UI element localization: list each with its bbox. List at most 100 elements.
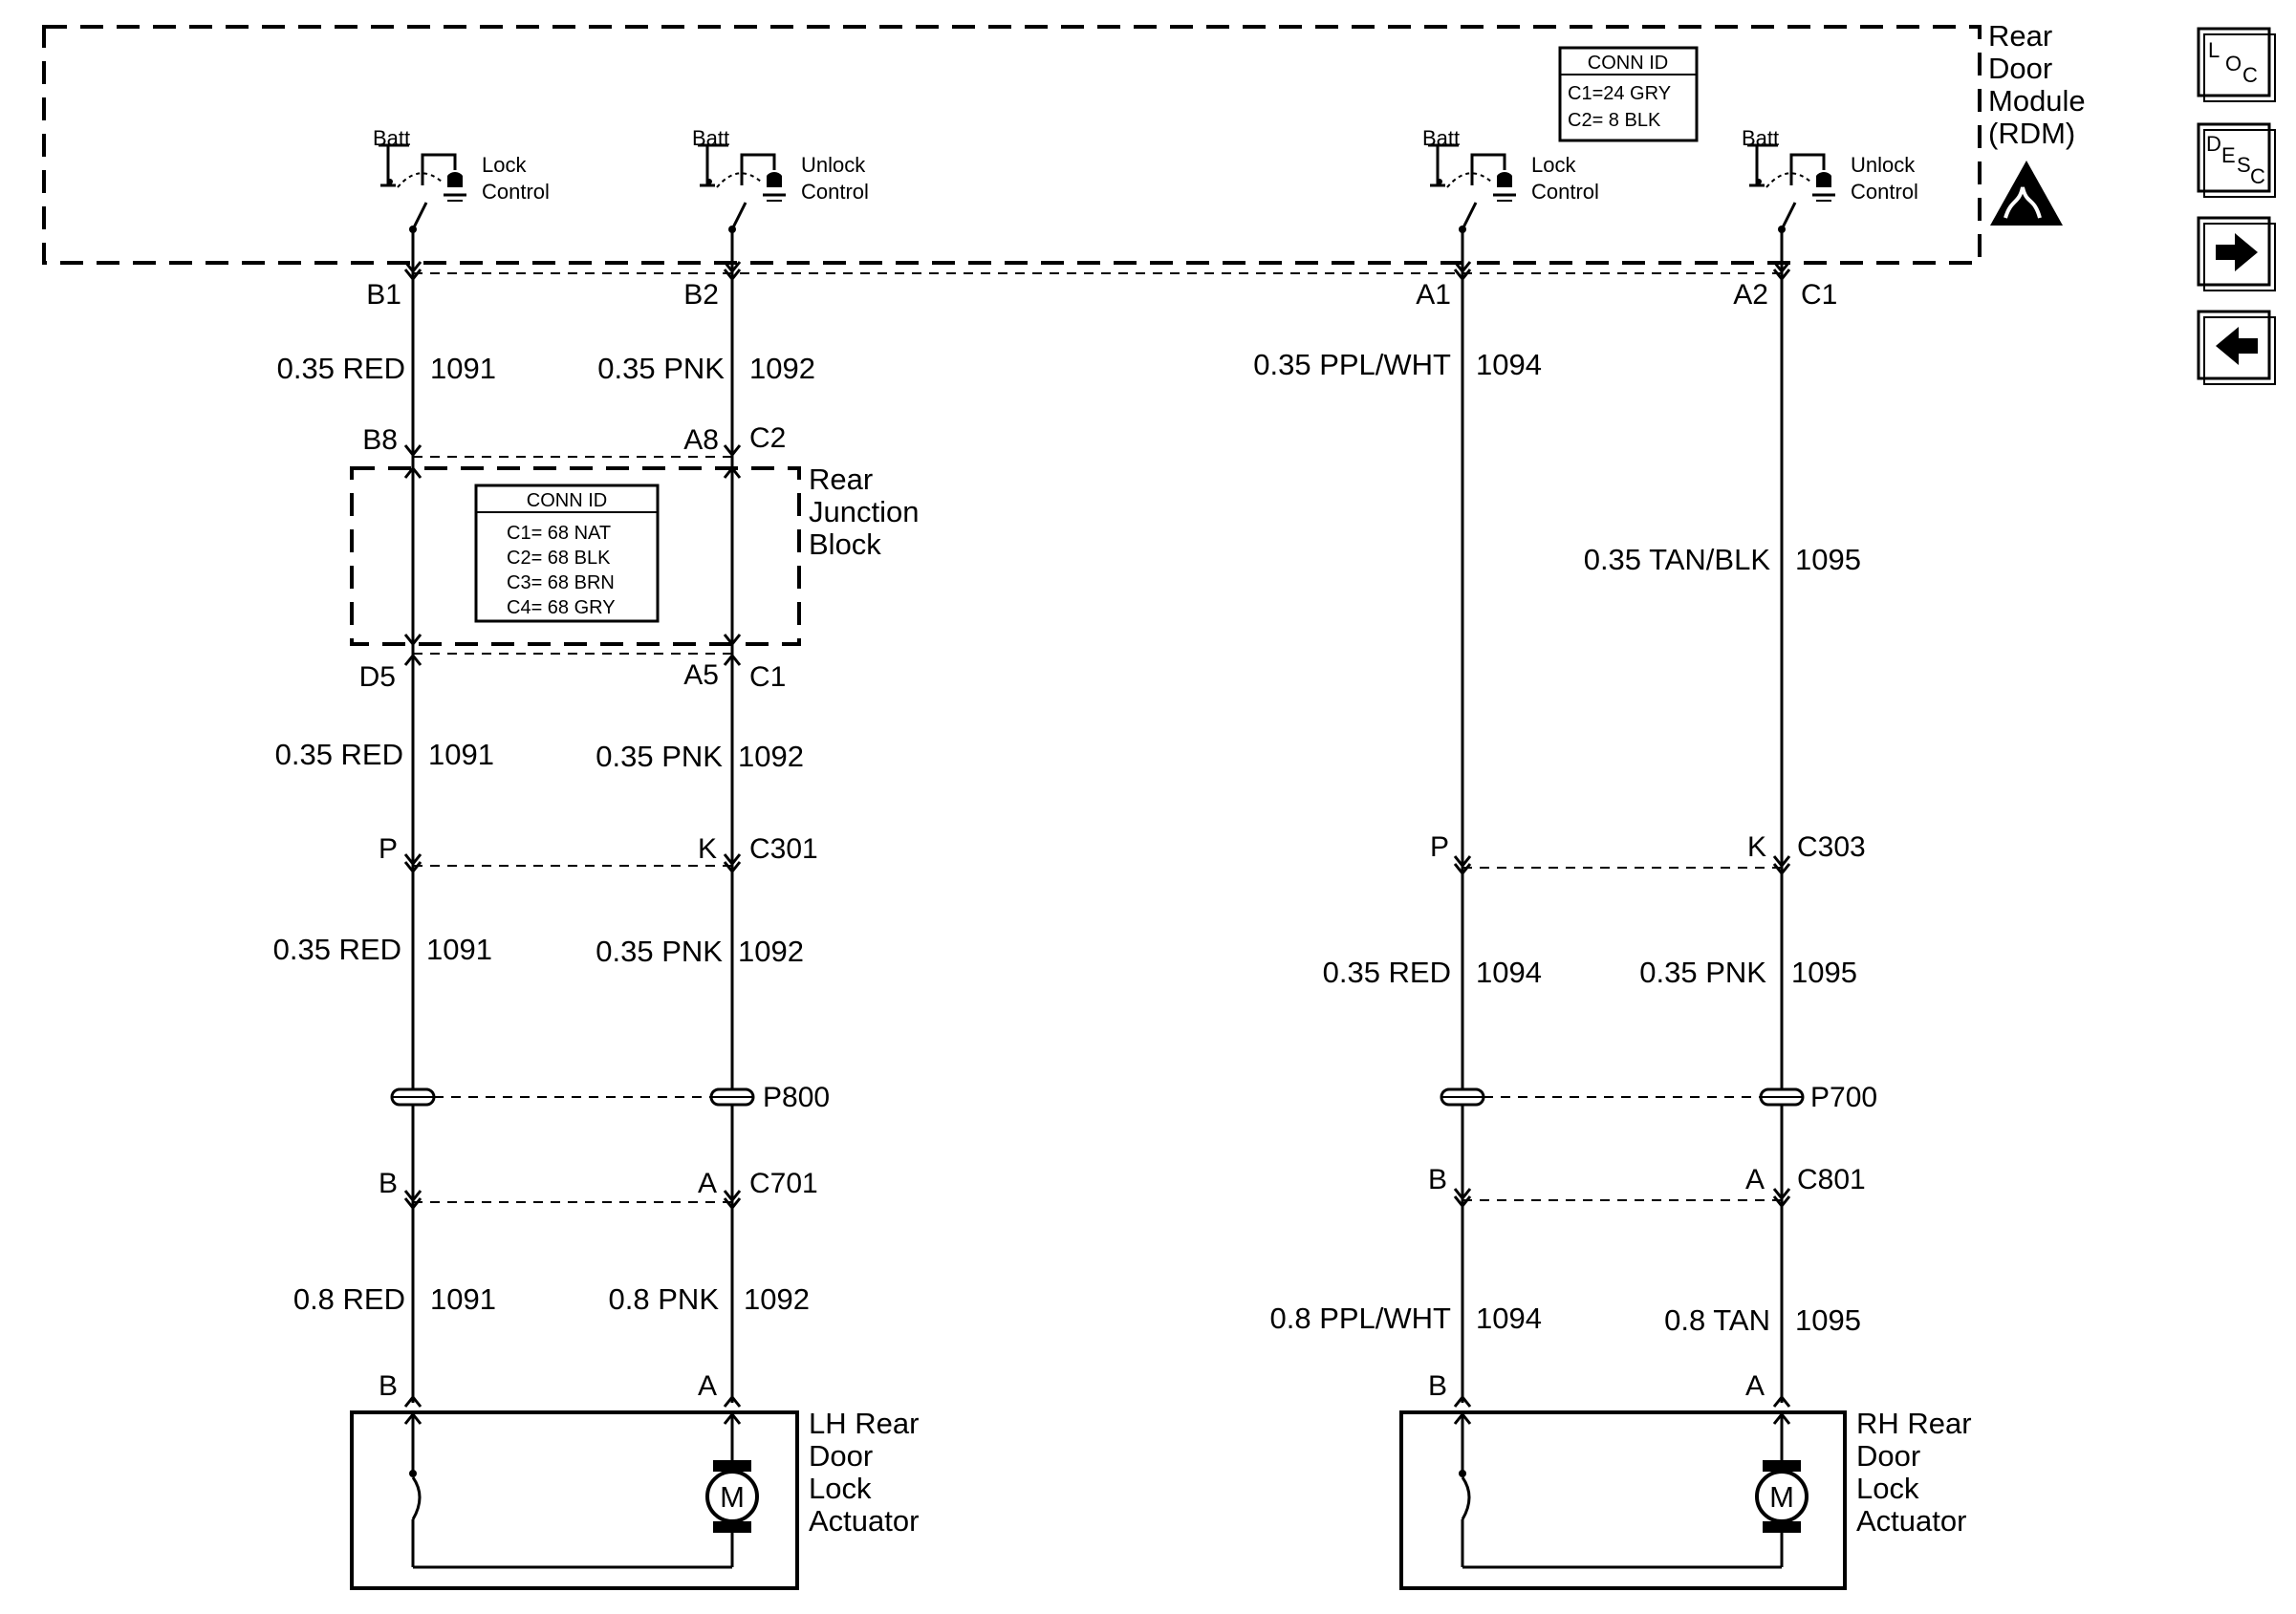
batt-label: Batt [373, 126, 410, 150]
conn-id-line: C2= 68 BLK [507, 548, 611, 569]
connector-chevron [1453, 269, 1472, 282]
connector-chevron [403, 444, 422, 458]
lh-actuator-circuit: M [409, 1414, 759, 1569]
pin-label: A5 [683, 659, 719, 691]
location-button[interactable]: L O C [2197, 27, 2276, 102]
rdm-title-line: Module [1988, 84, 2086, 118]
desc-letter: D [2206, 132, 2221, 156]
pin-label: A2 [1733, 279, 1768, 311]
rjb-title-line: Block [809, 527, 881, 561]
batt-label: Batt [1422, 126, 1460, 150]
connector-label: C303 [1797, 831, 1866, 863]
wire-spec: 0.35 PNK [596, 740, 723, 773]
connector-chevron [1772, 269, 1791, 282]
rdm-conn-id-box: CONN ID C1=24 GRY C2= 8 BLK [1558, 46, 1699, 142]
pin-label: B [379, 1370, 398, 1402]
desc-letter: S [2237, 153, 2251, 177]
wire-circuit: 1092 [749, 352, 815, 385]
connector-chevron [723, 853, 742, 867]
connector-chevron [1772, 855, 1791, 869]
pin-label: B [379, 1168, 398, 1199]
pin-label: A [698, 1168, 717, 1199]
lh-actuator-box [350, 1410, 799, 1590]
inline-splice [390, 1087, 436, 1107]
wire-circuit: 1094 [1476, 956, 1542, 989]
conn-id-line: C1=24 GRY [1568, 83, 1671, 104]
pin-label: P [379, 833, 398, 865]
rh-actuator-box [1399, 1410, 1847, 1590]
esd-warning-icon [1990, 161, 2063, 226]
actuator-title-line: Actuator [809, 1504, 919, 1538]
wire-spec: 0.35 RED [273, 933, 401, 966]
wire-circuit: 1092 [738, 740, 804, 773]
wire-circuit: 1091 [426, 933, 492, 966]
connector-label: C301 [749, 833, 818, 865]
switch-label: Control [1851, 180, 1918, 204]
wire-circuit: 1092 [738, 935, 804, 968]
switch-label: Unlock [1851, 153, 1916, 177]
motor-label: M [1769, 1480, 1794, 1514]
connector-chevron [1453, 855, 1472, 869]
connector-chevron [403, 1190, 422, 1203]
connector-chevron [403, 653, 422, 666]
conn-id-line: C2= 8 BLK [1568, 110, 1661, 131]
pin-label: P [1430, 831, 1449, 863]
actuator-title-line: Lock [1856, 1472, 1919, 1505]
batt-label: Batt [1742, 126, 1779, 150]
pin-label: A [1745, 1370, 1765, 1402]
connector-chevron [1772, 1188, 1791, 1201]
connector-chevron [1453, 261, 1472, 274]
loc-letter: L [2208, 38, 2220, 62]
connector-label: P700 [1810, 1082, 1877, 1113]
rdm-box [42, 25, 1982, 265]
wire-circuit: 1095 [1791, 956, 1857, 989]
pin-label: A [698, 1370, 717, 1402]
connector-chevron [723, 444, 742, 458]
wire-circuit: 1091 [430, 1282, 496, 1316]
wire-spec: 0.35 PNK [597, 352, 725, 385]
rdm-title-line: Rear [1988, 19, 2052, 53]
wire-spec: 0.35 TAN/BLK [1584, 543, 1771, 576]
connector-chevron [723, 1190, 742, 1203]
description-button[interactable]: D E S C [2197, 122, 2276, 198]
conn-id-line: C1= 68 NAT [507, 523, 611, 544]
wire-circuit: 1094 [1476, 1302, 1542, 1335]
next-page-button[interactable] [2197, 216, 2276, 291]
actuator-title-line: RH Rear [1856, 1407, 1972, 1440]
connector-chevron [1453, 1394, 1472, 1408]
inline-splice [709, 1087, 755, 1107]
wire-spec: 0.35 RED [275, 738, 403, 771]
switch-label: Control [801, 180, 869, 204]
connector-label: C2 [749, 422, 786, 454]
loc-letter: C [2242, 63, 2258, 87]
connector-label: C1 [1801, 279, 1837, 311]
conn-id-line: C3= 68 BRN [507, 572, 615, 593]
pin-label: B1 [366, 279, 401, 311]
inline-splice [1440, 1087, 1485, 1107]
wire-circuit: 1091 [428, 738, 494, 771]
rjb-title: Rear Junction Block [809, 463, 919, 561]
actuator-title-line: LH Rear [809, 1407, 919, 1440]
batt-label: Batt [692, 126, 729, 150]
switch-label: Unlock [801, 153, 866, 177]
desc-letter: C [2250, 164, 2265, 188]
wire-spec: 0.35 RED [277, 352, 405, 385]
wire-spec: 0.35 PNK [596, 935, 723, 968]
arrow-left-icon [2216, 327, 2258, 365]
connector-chevron [723, 653, 742, 666]
connector-label: C801 [1797, 1164, 1866, 1195]
switch-label: Control [1531, 180, 1599, 204]
wire-circuit: 1095 [1795, 1303, 1861, 1337]
lh-actuator-title: LH Rear Door Lock Actuator [809, 1407, 919, 1538]
wire-spec: 0.8 TAN [1664, 1303, 1770, 1337]
previous-page-button[interactable] [2197, 310, 2276, 385]
pin-label: B8 [362, 424, 398, 456]
motor-label: M [720, 1480, 745, 1514]
rjb-title-line: Rear [809, 463, 873, 496]
terminal-arrow [403, 465, 422, 479]
connector-chevron [403, 1394, 422, 1408]
